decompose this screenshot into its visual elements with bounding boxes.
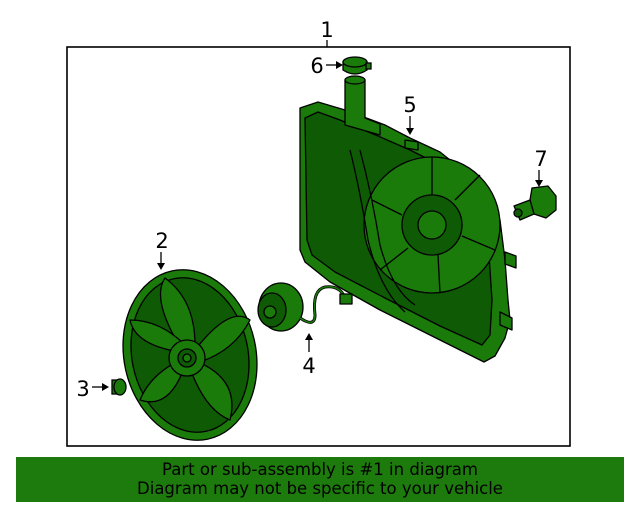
assembly-box [66,46,571,447]
resistor-part[interactable] [513,185,557,221]
callout-6-arrowhead [336,61,343,69]
banner-line-2: Diagram may not be specific to your vehi… [137,479,503,498]
banner-line-1: Part or sub-assembly is #1 in diagram [162,460,478,479]
parts-diagram: 1 5 6 7 [66,18,571,453]
callout-3-arrowhead [102,383,109,391]
fan-blade-part[interactable] [108,257,273,453]
callout-5-arrowhead [406,128,414,135]
fan-motor-part[interactable] [257,282,353,332]
info-banner: Part or sub-assembly is #1 in diagram Di… [16,457,624,502]
fan-shroud-part[interactable] [299,75,517,363]
callout-1: 1 [320,18,333,42]
callout-4-arrowhead [305,333,313,340]
callout-7: 7 [534,147,547,171]
screw-part[interactable] [111,378,127,396]
callout-4: 4 [302,354,315,378]
callout-6: 6 [310,54,323,78]
callout-2: 2 [155,229,168,253]
callout-3: 3 [76,377,89,401]
callout-5: 5 [403,93,416,117]
callout-2-arrowhead [157,263,165,270]
reservoir-cap-part[interactable] [342,56,372,75]
callout-7-arrowhead [535,180,543,187]
